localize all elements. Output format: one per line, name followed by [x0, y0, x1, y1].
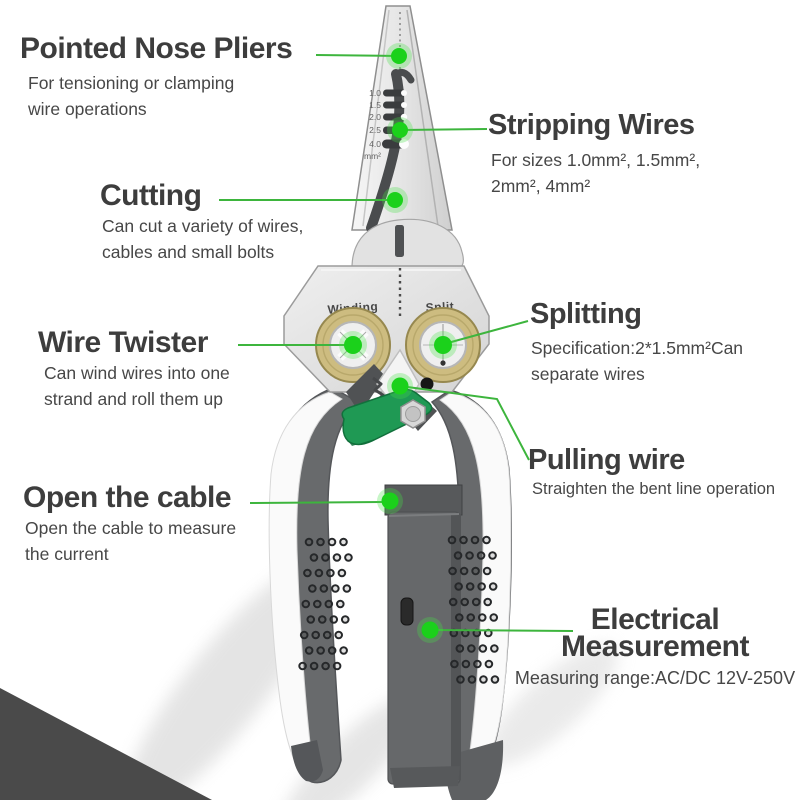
jaw-gap-notch — [395, 225, 404, 257]
callout-title-electrical-line2: Measurement — [561, 630, 749, 663]
leader-splitting — [443, 320, 529, 345]
callout-title-wire-twister: Wire Twister — [38, 326, 208, 359]
callout-desc-open-cable: Open the cable to measure the current — [25, 518, 237, 564]
stripper-unit-label: mm² — [364, 151, 381, 161]
callout-desc-cutting: Can cut a variety of wires, cables and s… — [102, 216, 304, 262]
callout-title-cutting: Cutting — [100, 179, 202, 212]
leader-lines — [219, 54, 574, 632]
callout-title-stripping: Stripping Wires — [488, 109, 695, 141]
callout-title-electrical-line1: Electrical — [590, 603, 720, 636]
jaw-wedge-left — [346, 364, 385, 414]
callout-electrical-measurement: Electrical Measurement Measuring range:A… — [505, 603, 800, 689]
marker-splitting — [429, 331, 457, 359]
callout-title-pulling: Pulling wire — [528, 444, 685, 476]
leader-pointed-nose — [315, 54, 400, 57]
right-grip-dots — [447, 535, 500, 684]
marker-pointed-nose — [386, 43, 412, 69]
callout-desc-wire-twister: Can wind wires into one strand and roll … — [44, 363, 230, 409]
leader-stripping — [401, 128, 488, 131]
stripper-size-labels: 1.0 1.5 2.0 2.5 4.0 mm² — [364, 88, 381, 161]
callout-title-pointed-nose: Pointed Nose Pliers — [20, 32, 293, 65]
left-grip-dots — [298, 537, 353, 671]
callout-title-open-cable: Open the cable — [23, 481, 232, 514]
callout-title-splitting: Splitting — [530, 298, 642, 330]
marker-pulling — [387, 373, 413, 399]
pivot-dome — [351, 218, 464, 269]
svg-text:2.0: 2.0 — [369, 112, 381, 122]
callout-desc-pulling: Straighten the bent line operation — [532, 480, 776, 498]
marker-wire-twister — [339, 331, 367, 359]
callout-desc-pointed-nose: For tensioning or clamping wire operatio… — [28, 73, 235, 119]
marker-dots — [339, 43, 457, 643]
cable-hole — [420, 377, 434, 391]
corner-triangle — [0, 688, 212, 800]
callout-desc-splitting: Specification:2*1.5mm²Can separate wires — [531, 338, 744, 384]
svg-text:1.5: 1.5 — [369, 100, 381, 110]
leader-electrical — [430, 629, 574, 632]
svg-text:2.5: 2.5 — [369, 125, 381, 135]
callout-desc-electrical: Measuring range:AC/DC 12V-250V — [514, 668, 796, 688]
hex-bolt — [400, 399, 426, 429]
marker-cutting — [382, 187, 408, 213]
leader-open-cable — [249, 501, 390, 504]
svg-text:1.0: 1.0 — [369, 88, 381, 98]
leader-pulling — [399, 385, 530, 461]
voltage-tester-body — [384, 484, 463, 788]
svg-text:4.0: 4.0 — [369, 139, 381, 149]
callout-desc-stripping: For sizes 1.0mm², 1.5mm², 2mm², 4mm² — [491, 150, 701, 196]
marker-stripping — [387, 117, 413, 143]
lock-lever — [341, 388, 433, 446]
marker-electrical — [417, 617, 443, 643]
tester-slot — [400, 597, 414, 626]
marker-open-cable — [377, 488, 403, 514]
